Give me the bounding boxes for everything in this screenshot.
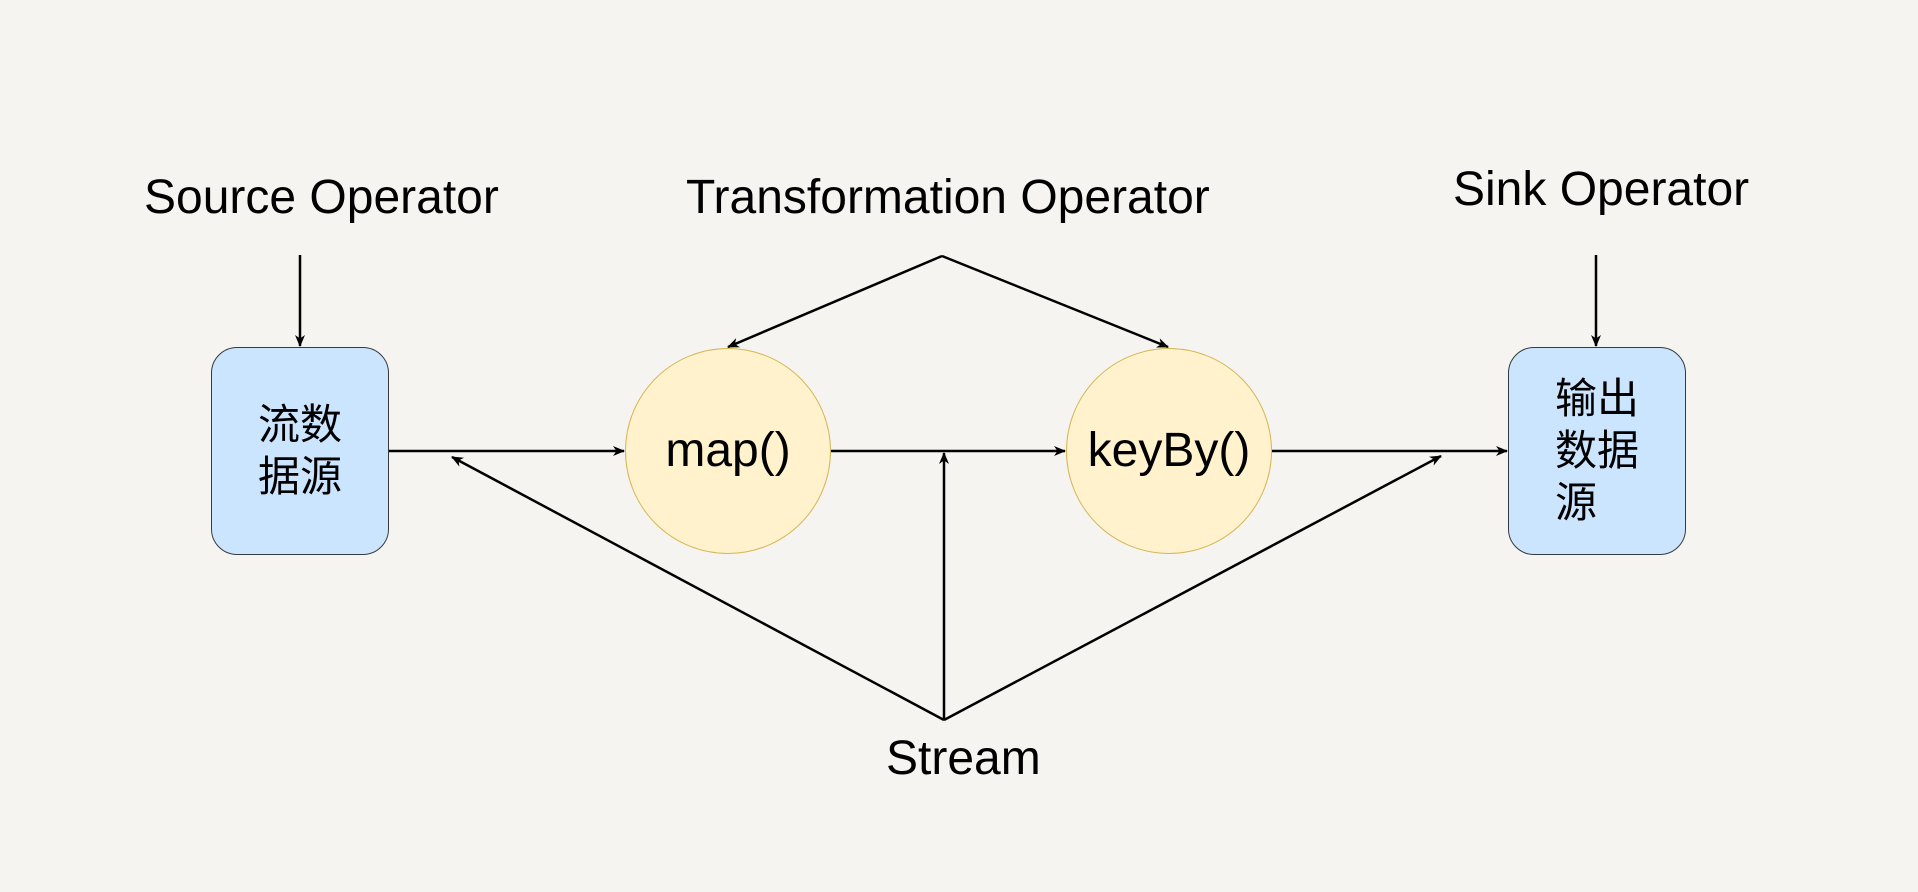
source-node-text: 流数 据源 — [257, 400, 342, 501]
keyby-node-text: keyBy() — [1087, 424, 1251, 477]
arrow-transform-to-keyby — [941, 254, 1169, 349]
arrow-stream-to-edge-keyby-sink — [943, 454, 1442, 722]
sink-node-text: 输出 数据 源 — [1554, 374, 1639, 527]
source-operator-label: Source Operator — [144, 171, 499, 224]
source-node: 流数 据源 — [211, 347, 389, 555]
keyby-node: keyBy() — [1066, 348, 1272, 554]
sink-node: 输出 数据 源 — [1508, 347, 1686, 555]
transformation-operator-label: Transformation Operator — [686, 171, 1210, 224]
map-node-text: map() — [665, 424, 791, 477]
map-node: map() — [625, 348, 831, 554]
sink-operator-label: Sink Operator — [1453, 163, 1750, 216]
stream-label: Stream — [886, 732, 1041, 785]
arrow-transform-to-map — [727, 254, 943, 349]
arrow-stream-to-edge-source-map — [451, 455, 945, 722]
